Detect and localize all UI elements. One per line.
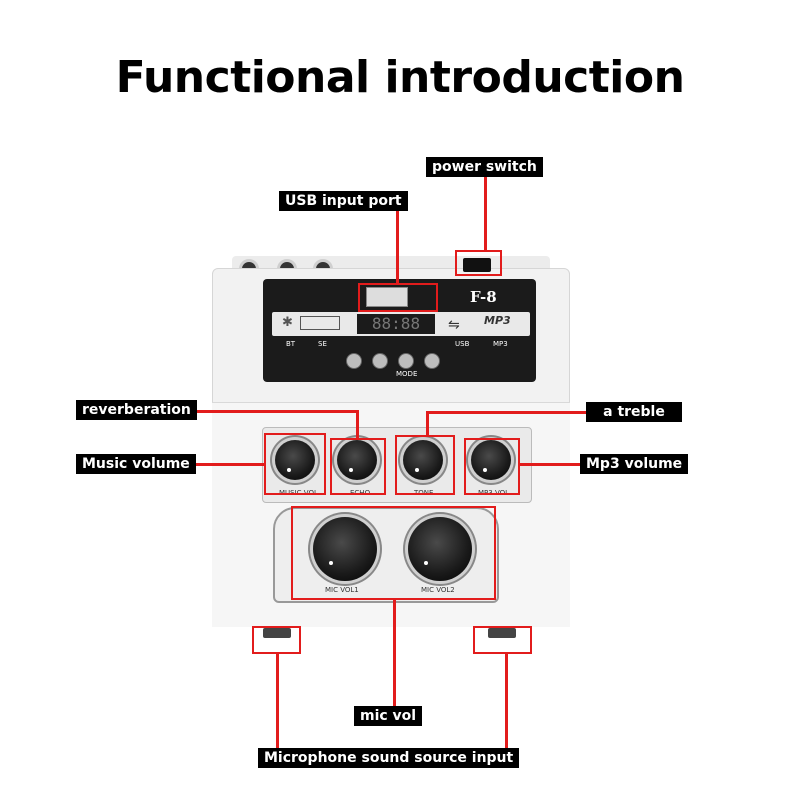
usb-port-highlight [358, 283, 438, 312]
treble-highlight [395, 435, 455, 495]
label-usb-input-port: USB input port [279, 191, 408, 211]
page-title: Functional introduction [115, 52, 685, 103]
connector-line [196, 410, 358, 413]
reverb-highlight [330, 438, 386, 495]
connector-line [505, 654, 508, 750]
connector-line [484, 176, 487, 250]
connector-line [426, 411, 604, 414]
tone-knob[interactable] [403, 440, 443, 480]
label-bt: BT [286, 340, 296, 348]
mp3-logo: MP3 [484, 314, 511, 327]
next-button[interactable] [424, 353, 440, 369]
connector-line [356, 410, 359, 438]
power-switch-highlight [455, 250, 502, 276]
label-a-treble: a treble [586, 402, 682, 422]
mic-input-jack[interactable] [488, 628, 516, 638]
led-display: 88:88 [357, 314, 435, 334]
label-usb: USB [455, 340, 470, 348]
label-reverberation: reverberation [76, 400, 197, 420]
label-music-volume: Music volume [76, 454, 196, 474]
label-se: SE [318, 340, 327, 348]
mic-input-jack[interactable] [263, 628, 291, 638]
mic-label: MIC VOL1 [325, 586, 359, 594]
connector-line [193, 463, 264, 466]
se-icon [300, 316, 340, 330]
mic-vol1-knob[interactable] [313, 517, 377, 581]
connector-line [393, 600, 396, 707]
echo-knob[interactable] [337, 440, 377, 480]
power-switch[interactable] [463, 258, 491, 272]
mic-vol2-knob[interactable] [408, 517, 472, 581]
mic-vol-highlight [291, 506, 496, 600]
music-volume-knob[interactable] [275, 440, 315, 480]
bluetooth-icon: ✱ [282, 314, 293, 329]
connector-line [396, 210, 399, 283]
music-volume-highlight [264, 433, 326, 495]
mp3-volume-knob[interactable] [471, 440, 511, 480]
label-mic-vol: mic vol [354, 706, 423, 726]
connector-line [276, 654, 279, 750]
mic-input-left-highlight [252, 626, 301, 654]
mode-button[interactable] [398, 353, 414, 369]
label-mp3-volume: Mp3 volume [580, 454, 689, 474]
connector-line [426, 411, 429, 435]
label-power-switch: power switch [426, 157, 543, 177]
play-button[interactable] [372, 353, 388, 369]
label-mp3: MP3 [493, 340, 508, 348]
mp3-volume-highlight [464, 438, 520, 495]
usb-port[interactable] [366, 287, 408, 307]
label-mic-source-input: Microphone sound source input [258, 748, 520, 768]
connector-line [520, 463, 582, 466]
mic-input-right-highlight [473, 626, 532, 654]
model-name: F-8 [470, 288, 497, 306]
mic-label: MIC VOL2 [421, 586, 455, 594]
usb-icon: ⇋ [448, 316, 460, 332]
prev-button[interactable] [346, 353, 362, 369]
label-mode: MODE [396, 370, 418, 378]
